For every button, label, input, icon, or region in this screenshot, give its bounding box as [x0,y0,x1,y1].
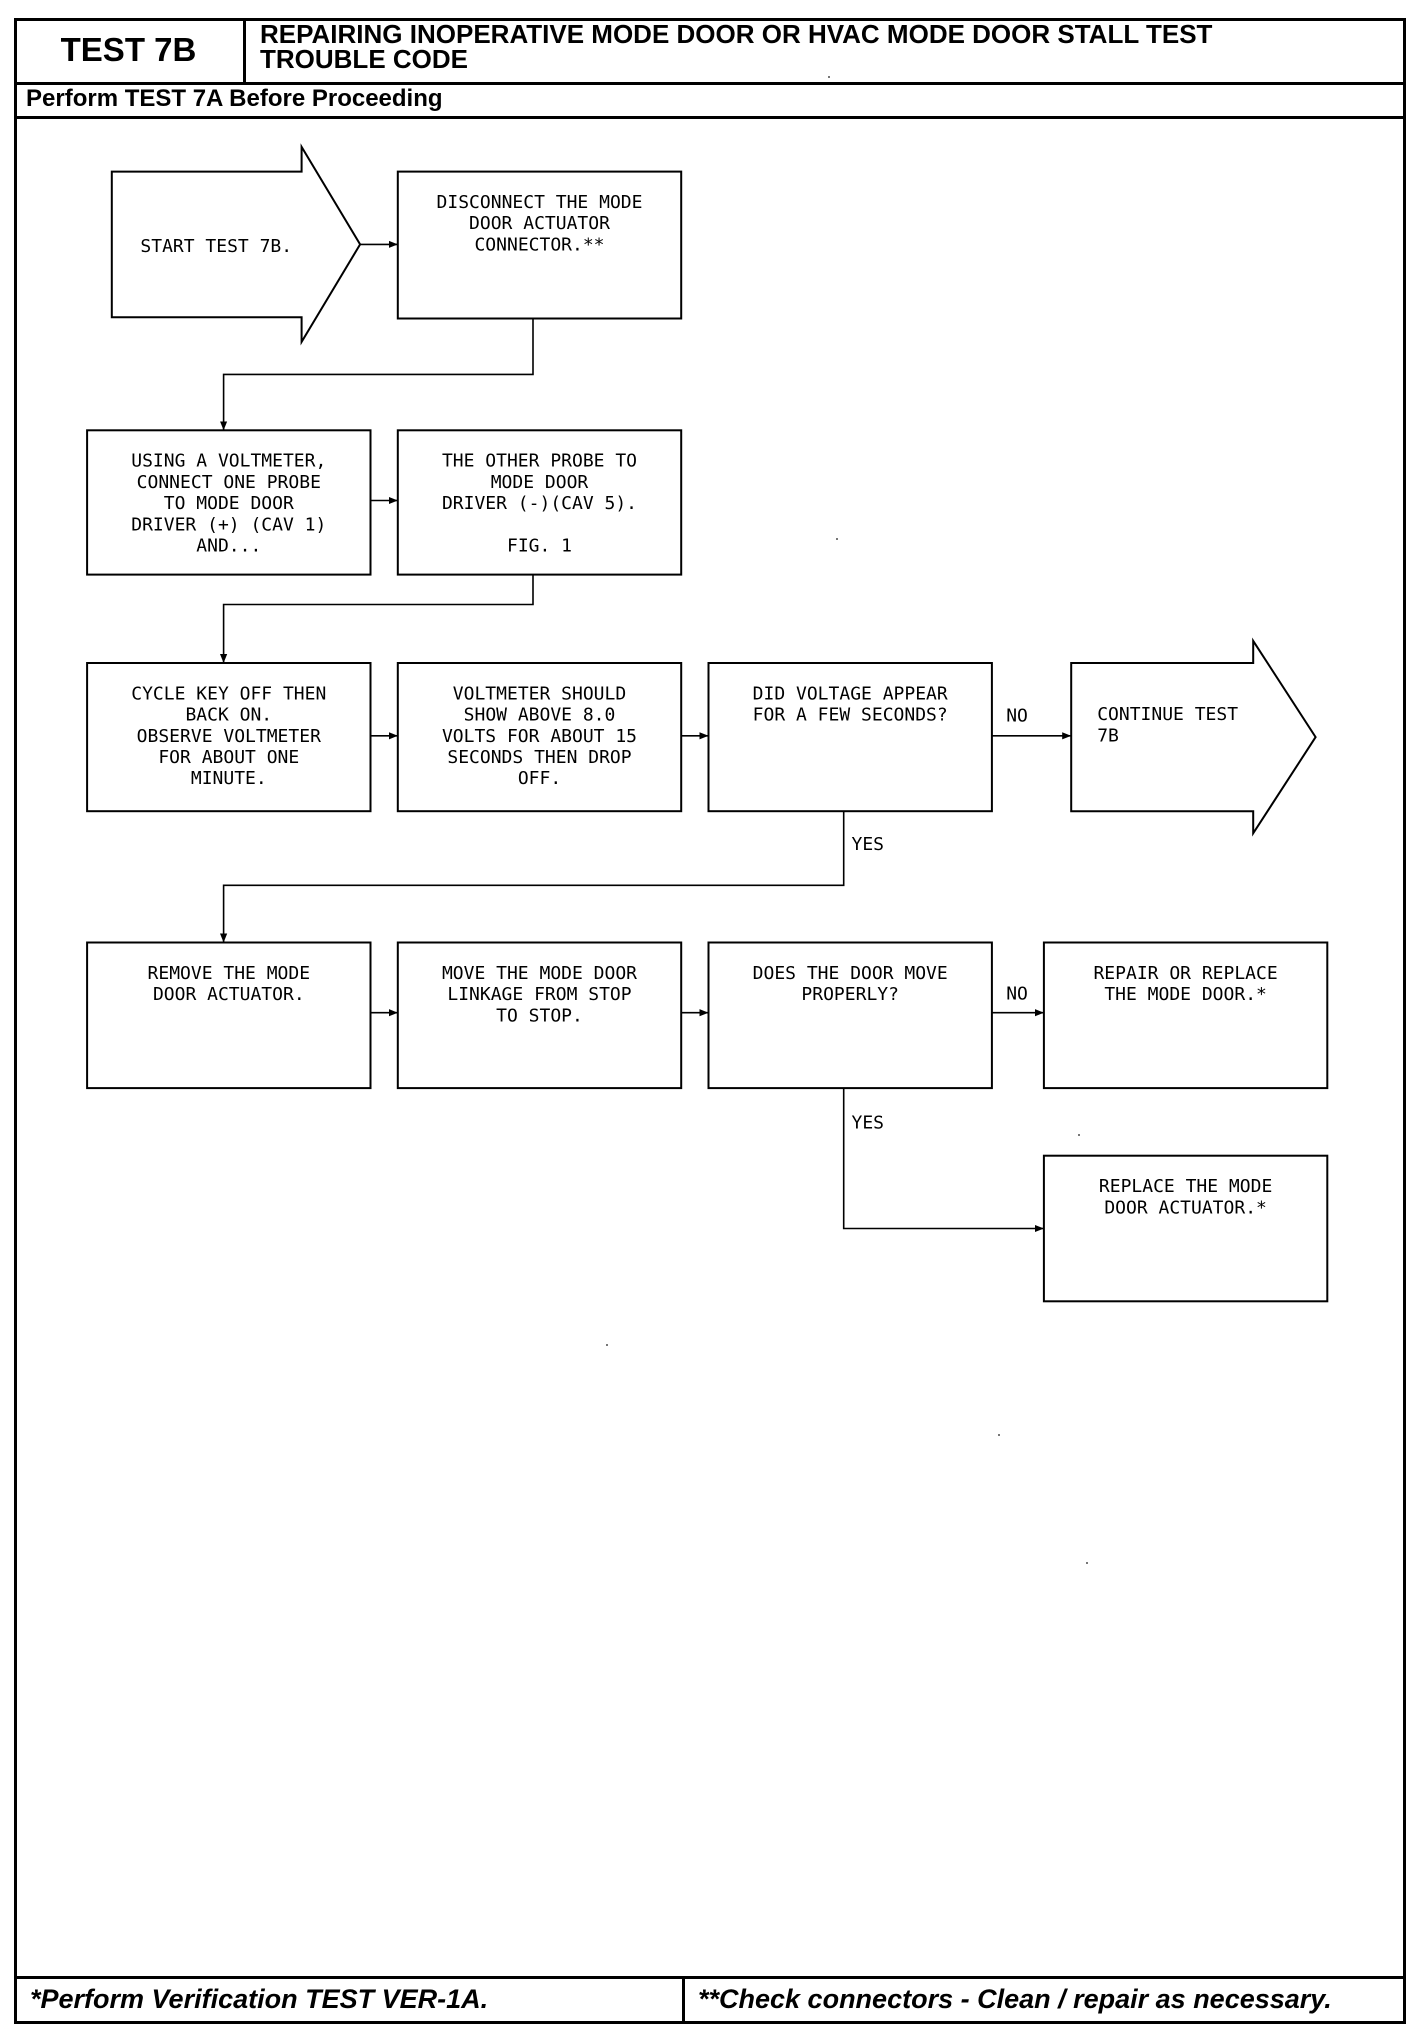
scan-speck [836,538,838,540]
node-text-line: USING A VOLTMETER, [131,451,326,472]
node-shape-box [707,941,993,1090]
edge-label-no: NO [1006,706,1028,727]
node-text-line: REMOVE THE MODE [148,963,311,984]
node-text-line: MOVE THE MODE DOOR [442,963,637,984]
node-shape-box [86,941,372,1090]
page-title: REPAIRING INOPERATIVE MODE DOOR OR HVAC … [260,19,1380,74]
node-text-line: PROPERLY? [801,984,899,1005]
connector-note: **Check connectors - Clean / repair as n… [698,1984,1332,2014]
node-text-line: TO STOP. [496,1005,583,1026]
verification-note: *Perform Verification TEST VER-1A. [30,1984,489,2014]
node-text-line: REPAIR OR REPLACE [1093,963,1277,984]
node-shape-box [396,170,683,320]
node-text-line: DOOR ACTUATOR [469,213,610,234]
edge-label-yes: YES [852,834,885,855]
node-text-line: MINUTE. [191,768,267,789]
node-text-line: OBSERVE VOLTMETER [137,726,321,747]
node-shape-arrow [110,143,362,346]
node-text-line: FIG. 1 [507,535,572,556]
node-shape-box [396,941,683,1090]
test-id-label: TEST 7B [14,18,246,85]
scan-speck [828,76,830,78]
node-text-line: DOOR ACTUATOR. [153,984,305,1005]
node-text-line: CYCLE KEY OFF THEN [131,683,326,704]
title-line-2: TROUBLE CODE [260,44,468,74]
edge-door-move-to-replace-actuator [842,1088,1044,1233]
node-text-line: START TEST 7B. [140,236,292,257]
scan-speck [998,1434,1000,1436]
node-text-line: SHOW ABOVE 8.0 [464,705,616,726]
node-text-line: VOLTS FOR ABOUT 15 [442,726,637,747]
title-line-1: REPAIRING INOPERATIVE MODE DOOR OR HVAC … [260,19,1213,49]
node-text-line: CONNECTOR.** [474,234,604,255]
node-shape-box [707,662,993,813]
node-shape-arrow [1070,637,1317,837]
edge-label-no: NO [1006,984,1028,1005]
scan-speck [606,1344,608,1346]
node-text-line: THE MODE DOOR.* [1104,984,1267,1005]
footer-column-divider [682,1976,685,2024]
node-text-line: DISCONNECT THE MODE [437,192,643,213]
node-shape-box [396,429,683,576]
node-text-line: AND... [196,535,261,556]
node-text-line: 7B [1097,725,1119,746]
node-text-line: OFF. [518,768,561,789]
subheader-divider [14,116,1406,119]
edge-label-yes: YES [852,1112,885,1133]
header-divider [246,82,1406,85]
node-text-line: DOOR ACTUATOR.* [1104,1197,1267,1218]
node-text-line: REPLACE THE MODE [1099,1176,1272,1197]
node-text-line: DRIVER (+) (CAV 1) [131,514,326,535]
flowchart-edges: NO YES NO YES [220,240,1072,1233]
node-text-line: FOR ABOUT ONE [158,747,299,768]
node-text-line: DRIVER (-)(CAV 5). [442,493,637,514]
node-text-line: FOR A FEW SECONDS? [753,705,948,726]
node-text-line: SECONDS THEN DROP [447,747,631,768]
node-text-line: THE OTHER PROBE TO [442,451,637,472]
node-shape-box [1042,941,1329,1090]
node-text-line: TO MODE DOOR [164,493,294,514]
edge-did-voltage-to-remove-actuator [220,811,845,943]
prerequisite-note: Perform TEST 7A Before Proceeding [26,85,443,112]
node-text-line: LINKAGE FROM STOP [447,984,631,1005]
node-text-line: BACK ON. [185,705,272,726]
node-shape-box [86,662,372,813]
footer-divider [14,1976,1406,1979]
edge-other-probe-to-cycle-key [220,574,534,663]
page-frame [14,18,1406,2024]
node-shape-box [396,662,683,813]
node-text-line: DOES THE DOOR MOVE [753,963,948,984]
scan-speck [1086,1562,1088,1564]
node-shape-box [1042,1154,1329,1303]
node-text-line: CONNECT ONE PROBE [137,472,321,493]
node-text-line: MODE DOOR [491,472,589,493]
node-shape-box [86,429,372,576]
node-text-line: VOLTMETER SHOULD [453,683,626,704]
edge-disconnect-to-voltmeter [220,318,534,431]
scan-speck [1078,1134,1080,1136]
node-text-line: DID VOLTAGE APPEAR [753,683,948,704]
node-text-line: CONTINUE TEST [1097,704,1238,725]
node-start: START TEST 7B. [110,143,362,346]
